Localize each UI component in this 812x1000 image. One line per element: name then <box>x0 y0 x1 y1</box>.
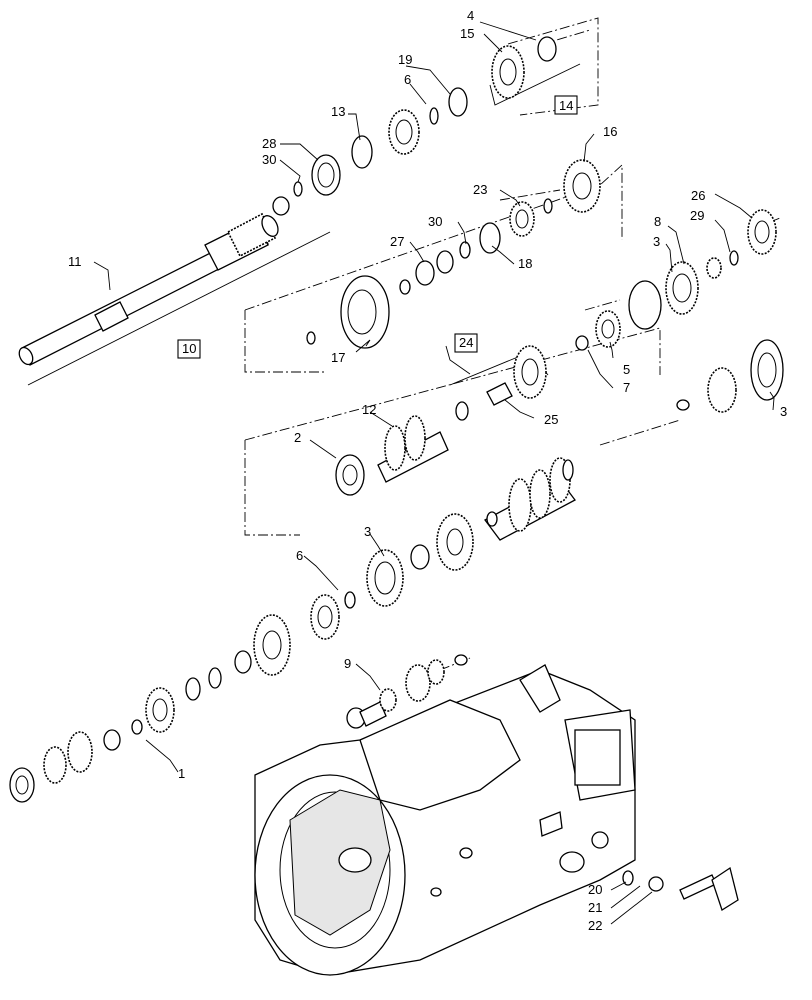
callout-6: 6 <box>404 72 411 87</box>
callout-25: 25 <box>544 412 558 427</box>
callout-27: 27 <box>390 234 404 249</box>
callout-18: 18 <box>518 256 532 271</box>
transmission-housing <box>254 664 636 976</box>
callout-28: 28 <box>262 136 276 151</box>
kit-box-24 <box>454 333 478 353</box>
kit-boxes <box>177 95 578 359</box>
shift-lever-parts <box>622 866 739 911</box>
callout-16: 16 <box>603 124 617 139</box>
callout-3: 3 <box>364 524 371 539</box>
callout-2: 2 <box>294 430 301 445</box>
callout-19: 19 <box>398 52 412 67</box>
callout-3: 3 <box>653 234 660 249</box>
input-shaft <box>18 212 279 366</box>
callout-5: 5 <box>623 362 630 377</box>
callout-21: 21 <box>588 900 602 915</box>
kit-box-14 <box>554 95 578 115</box>
callout-26: 26 <box>691 188 705 203</box>
callout-29: 29 <box>690 208 704 223</box>
callout-17: 17 <box>331 350 345 365</box>
kit-brackets <box>27 63 581 386</box>
callout-30: 30 <box>428 214 442 229</box>
callout-1: 1 <box>178 766 185 781</box>
callout-22: 22 <box>588 918 602 933</box>
kit-box-10 <box>177 339 201 359</box>
callout-4: 4 <box>467 8 474 23</box>
callout-7: 7 <box>623 380 630 395</box>
callout-6: 6 <box>296 548 303 563</box>
callout-11: 11 <box>68 254 82 269</box>
upper-row-parts <box>272 36 557 216</box>
second-row-parts <box>306 159 601 349</box>
callout-labels: 4 15 19 6 14 13 16 28 30 23 26 8 29 30 2… <box>68 8 787 933</box>
callout-14: 14 <box>559 98 573 113</box>
reverse-idler-cluster <box>346 654 468 729</box>
countershaft <box>484 457 576 541</box>
callout-12: 12 <box>362 402 376 417</box>
lower-row-parts <box>9 513 474 803</box>
callout-30: 30 <box>262 152 276 167</box>
callout-24: 24 <box>459 335 473 350</box>
callout-10: 10 <box>182 341 196 356</box>
third-row-parts <box>335 310 784 496</box>
callout-3: 3 <box>780 404 787 419</box>
callout-9: 9 <box>344 656 351 671</box>
leader-lines <box>93 21 775 925</box>
callout-23: 23 <box>473 182 487 197</box>
callout-20: 20 <box>588 882 602 897</box>
callout-15: 15 <box>460 26 474 41</box>
callout-8: 8 <box>654 214 661 229</box>
callout-13: 13 <box>331 104 345 119</box>
right-side-parts <box>628 209 777 330</box>
